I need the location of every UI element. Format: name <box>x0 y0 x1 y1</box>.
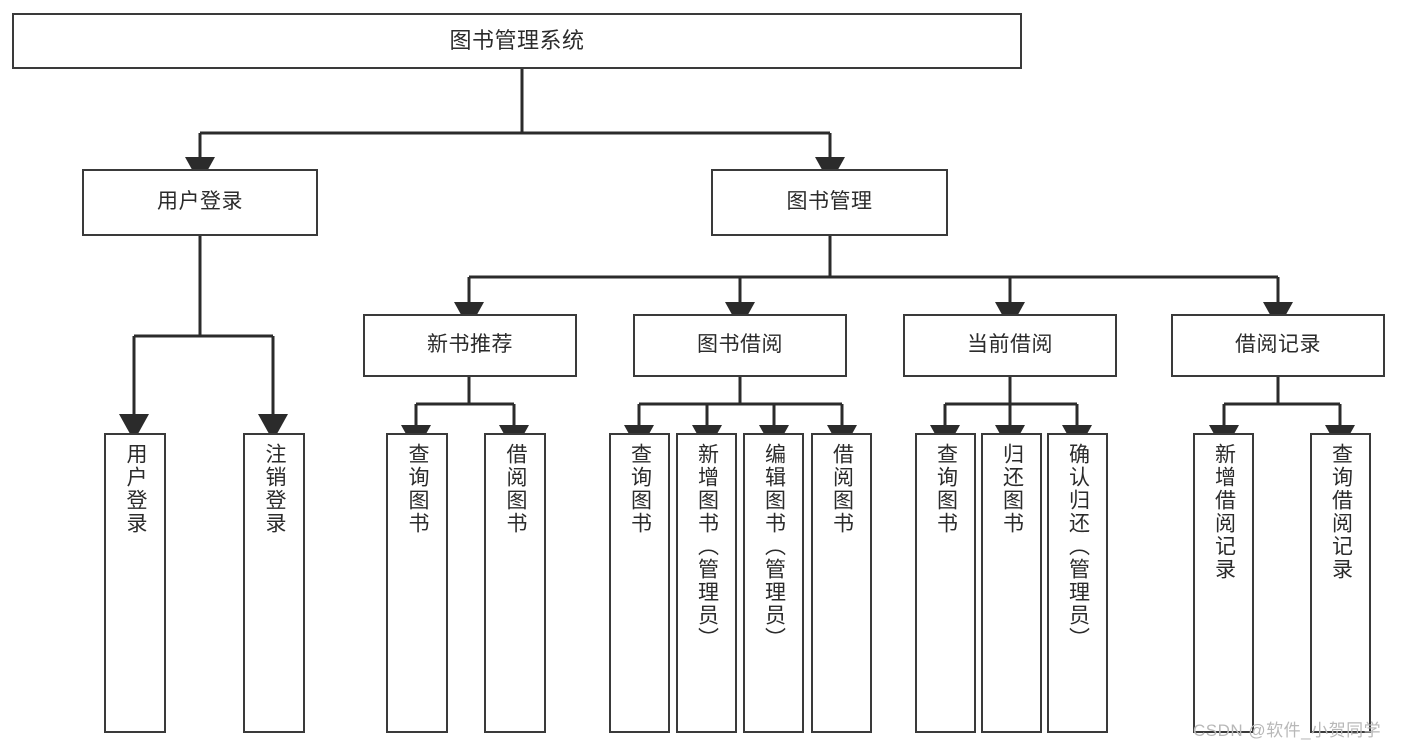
leaf-edit-book-admin[interactable]: 编辑图书（管理员） <box>743 433 804 733</box>
node-current-borrow[interactable]: 当前借阅 <box>903 314 1117 377</box>
node-label: 借阅记录 <box>1235 333 1321 357</box>
node-label: 新增借阅记录 <box>1212 443 1236 581</box>
node-label: 查询图书 <box>406 443 430 535</box>
node-label: 新书推荐 <box>427 333 513 357</box>
watermark-text: CSDN @软件_小贺同学 <box>1193 721 1382 740</box>
node-root-book-management-system[interactable]: 图书管理系统 <box>12 13 1022 69</box>
node-label: 用户登录 <box>124 443 148 535</box>
leaf-borrow-book-recommend[interactable]: 借阅图书 <box>484 433 546 733</box>
leaf-return-book[interactable]: 归还图书 <box>981 433 1042 733</box>
node-label: 查询图书 <box>628 443 652 535</box>
leaf-query-borrow-record[interactable]: 查询借阅记录 <box>1310 433 1371 733</box>
node-label: 图书借阅 <box>697 333 783 357</box>
node-label: 注销登录 <box>263 443 287 535</box>
leaf-borrow-book[interactable]: 借阅图书 <box>811 433 872 733</box>
node-label: 编辑图书（管理员） <box>762 443 786 650</box>
node-label: 借阅图书 <box>830 443 854 535</box>
leaf-add-borrow-record[interactable]: 新增借阅记录 <box>1193 433 1254 733</box>
leaf-add-book-admin[interactable]: 新增图书（管理员） <box>676 433 737 733</box>
node-label: 用户登录 <box>157 190 243 214</box>
leaf-query-book-current[interactable]: 查询图书 <box>915 433 976 733</box>
leaf-logout-login[interactable]: 注销登录 <box>243 433 305 733</box>
node-label: 查询借阅记录 <box>1329 443 1353 581</box>
leaf-query-book-recommend[interactable]: 查询图书 <box>386 433 448 733</box>
node-book-borrow[interactable]: 图书借阅 <box>633 314 847 377</box>
node-label: 确认归还（管理员） <box>1066 443 1090 650</box>
node-label: 借阅图书 <box>504 443 528 535</box>
leaf-confirm-return-admin[interactable]: 确认归还（管理员） <box>1047 433 1108 733</box>
node-user-login[interactable]: 用户登录 <box>82 169 318 236</box>
node-label: 查询图书 <box>934 443 958 535</box>
node-book-management[interactable]: 图书管理 <box>711 169 948 236</box>
leaf-query-book-borrow[interactable]: 查询图书 <box>609 433 670 733</box>
node-label: 图书管理 <box>786 190 873 214</box>
node-label: 当前借阅 <box>967 333 1053 357</box>
node-label: 归还图书 <box>1000 443 1024 535</box>
node-new-book-recommend[interactable]: 新书推荐 <box>363 314 577 377</box>
leaf-user-login[interactable]: 用户登录 <box>104 433 166 733</box>
node-label: 图书管理系统 <box>449 28 585 54</box>
node-label: 新增图书（管理员） <box>695 443 719 650</box>
node-borrow-record[interactable]: 借阅记录 <box>1171 314 1385 377</box>
